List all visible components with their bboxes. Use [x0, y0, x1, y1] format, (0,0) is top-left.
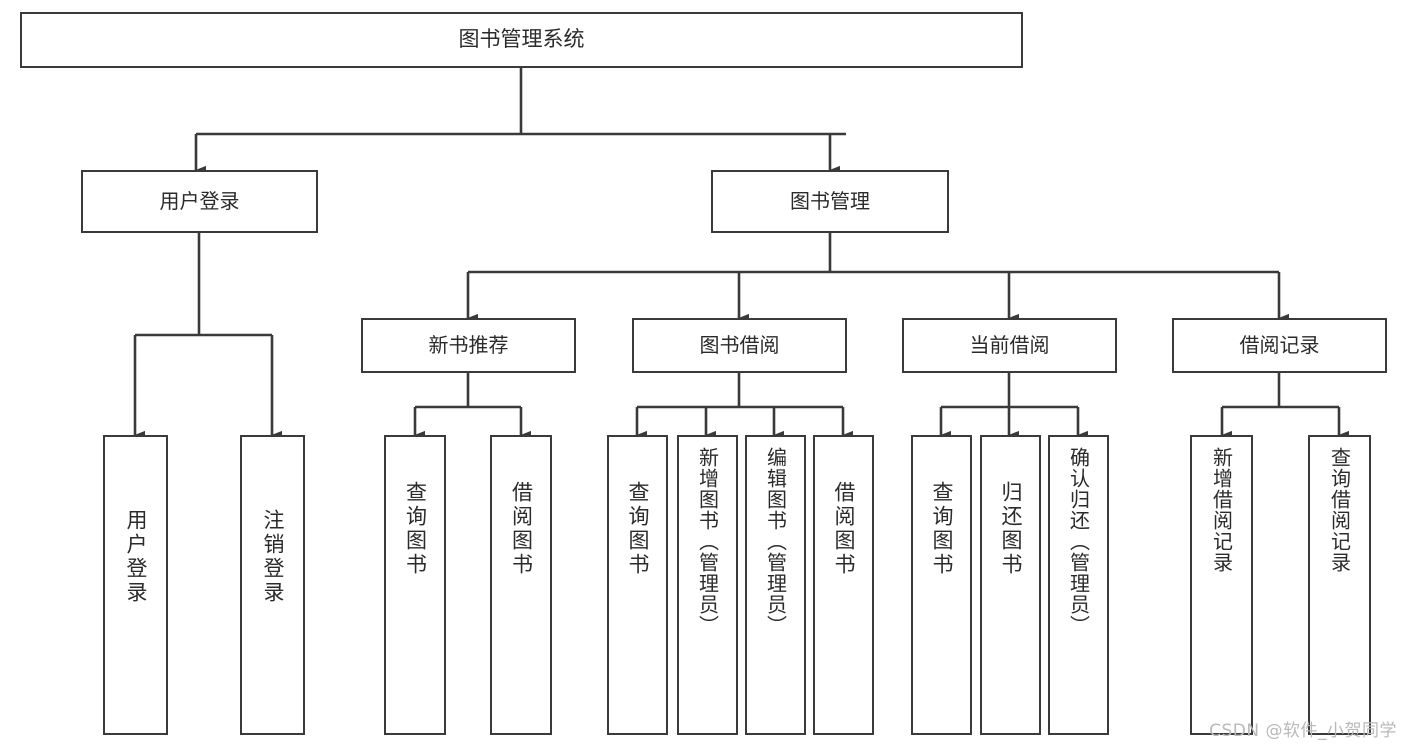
node-leaf-query-book-3[interactable]: 查询图书: [911, 435, 972, 735]
node-leaf-borrow-book-2-label: 借阅图书: [832, 481, 856, 577]
node-leaf-query-book-2-label: 查询图书: [626, 481, 650, 577]
node-leaf-borrow-book-2[interactable]: 借阅图书: [813, 435, 874, 735]
node-root-label: 图书管理系统: [458, 27, 585, 52]
node-leaf-logout-label: 注销登录: [261, 509, 285, 605]
node-book-management[interactable]: 图书管理: [711, 170, 949, 233]
node-book-borrowing-label: 图书借阅: [699, 333, 780, 358]
node-leaf-query-borrow-record-label: 查询借阅记录: [1327, 447, 1352, 573]
node-leaf-add-borrow-record[interactable]: 新增借阅记录: [1190, 435, 1253, 735]
node-leaf-user-login[interactable]: 用户登录: [103, 435, 168, 735]
node-book-management-label: 图书管理: [790, 189, 870, 214]
node-current-borrowing[interactable]: 当前借阅: [902, 318, 1117, 373]
node-leaf-edit-book-label: 编辑图书（管理员）: [763, 447, 788, 636]
node-user-login-label: 用户登录: [159, 189, 240, 214]
node-leaf-add-borrow-record-label: 新增借阅记录: [1209, 447, 1234, 573]
node-leaf-add-book-label: 新增图书（管理员）: [695, 447, 720, 636]
node-new-book-recommendation[interactable]: 新书推荐: [361, 318, 576, 373]
node-leaf-query-book-3-label: 查询图书: [930, 481, 954, 577]
node-leaf-logout[interactable]: 注销登录: [240, 435, 305, 735]
csdn-watermark: CSDN @软件_小贺同学: [1209, 721, 1397, 741]
node-leaf-query-borrow-record[interactable]: 查询借阅记录: [1308, 435, 1371, 735]
node-leaf-query-book-1[interactable]: 查询图书: [384, 435, 446, 735]
node-user-login[interactable]: 用户登录: [81, 170, 318, 233]
node-borrowing-records-label: 借阅记录: [1239, 333, 1320, 358]
node-leaf-return-book[interactable]: 归还图书: [980, 435, 1041, 735]
node-book-borrowing[interactable]: 图书借阅: [632, 318, 847, 373]
node-leaf-confirm-return-label: 确认归还（管理员）: [1066, 447, 1091, 636]
node-leaf-borrow-book-1[interactable]: 借阅图书: [490, 435, 552, 735]
node-root-book-management-system[interactable]: 图书管理系统: [20, 12, 1023, 68]
node-leaf-user-login-label: 用户登录: [124, 509, 148, 605]
node-borrowing-records[interactable]: 借阅记录: [1172, 318, 1387, 373]
node-leaf-edit-book[interactable]: 编辑图书（管理员）: [745, 435, 806, 735]
node-current-borrowing-label: 当前借阅: [969, 333, 1050, 358]
node-leaf-query-book-2[interactable]: 查询图书: [607, 435, 668, 735]
node-leaf-return-book-label: 归还图书: [999, 481, 1023, 577]
node-leaf-add-book[interactable]: 新增图书（管理员）: [677, 435, 738, 735]
node-leaf-borrow-book-1-label: 借阅图书: [509, 481, 534, 577]
node-new-book-recommendation-label: 新书推荐: [428, 333, 509, 358]
node-leaf-confirm-return[interactable]: 确认归还（管理员）: [1048, 435, 1109, 735]
node-leaf-query-book-1-label: 查询图书: [403, 481, 428, 577]
